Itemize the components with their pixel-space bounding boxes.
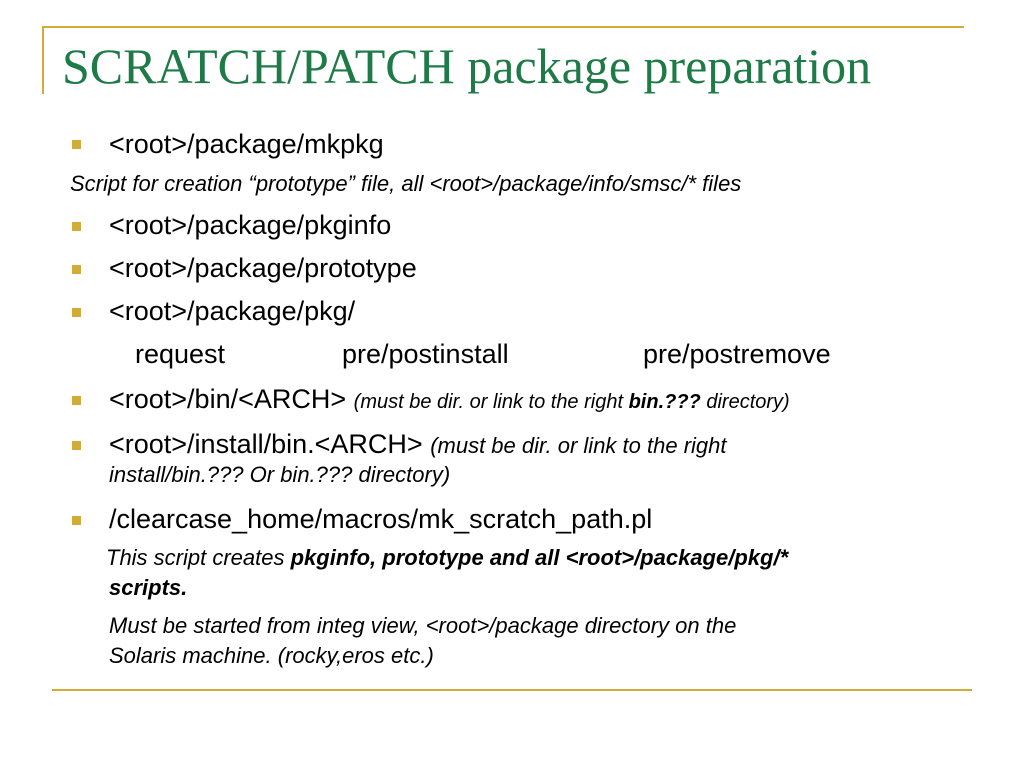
item-bin-note: (must be dir. or link to the right bin.?… (354, 391, 790, 413)
footer-rule (52, 689, 972, 691)
slide-title: SCRATCH/PATCH package preparation (62, 38, 872, 94)
item-pkg: <root>/package/pkg/ (109, 296, 356, 326)
bullet-marker (72, 396, 81, 405)
item-script-note-1: Must be started from integ view, <root>/… (109, 613, 737, 638)
item-script-desc-prefix: This script creates (106, 545, 291, 570)
item-install: <root>/install/bin.<ARCH> (must be dir. … (109, 428, 727, 462)
item-pkginfo: <root>/package/pkginfo (109, 210, 392, 240)
bullet-marker (72, 441, 81, 450)
item-script-desc-bold-2: scripts. (109, 575, 188, 600)
item-bin: <root>/bin/<ARCH> (must be dir. or link … (109, 383, 790, 418)
pkg-file-request: request (135, 339, 226, 369)
bullet-marker (72, 516, 81, 525)
item-install-note-1: (must be dir. or link to the right (430, 433, 727, 458)
item-script: /clearcase_home/macros/mk_scratch_path.p… (109, 504, 653, 534)
title-rule-vertical (42, 26, 44, 94)
item-bin-note-prefix: (must be dir. or link to the right (353, 391, 629, 413)
item-bin-note-bold: bin.??? (628, 391, 701, 413)
bullet-marker (72, 222, 81, 231)
item-bin-path: <root>/bin/<ARCH> (109, 384, 347, 414)
pkg-file-postremove: pre/postremove (643, 339, 831, 369)
item-mkpkg: <root>/package/mkpkg (109, 129, 384, 159)
title-rule-top (42, 26, 964, 28)
item-mkpkg-description: Script for creation “prototype” file, al… (70, 171, 742, 196)
item-prototype: <root>/package/prototype (109, 253, 417, 283)
bullet-marker (72, 140, 81, 149)
bullet-marker (72, 265, 81, 274)
item-script-desc-bold-1: pkginfo, prototype and all <root>/packag… (290, 545, 789, 570)
item-script-note-2: Solaris machine. (rocky,eros etc.) (109, 643, 434, 668)
pkg-file-postinstall: pre/postinstall (342, 339, 509, 369)
item-script-description: This script creates pkginfo, prototype a… (106, 544, 788, 572)
item-install-note-2: install/bin.??? Or bin.??? directory) (109, 462, 451, 487)
item-bin-note-suffix: directory) (700, 391, 790, 413)
bullet-marker (72, 308, 81, 317)
item-install-path: <root>/install/bin.<ARCH> (109, 429, 423, 459)
